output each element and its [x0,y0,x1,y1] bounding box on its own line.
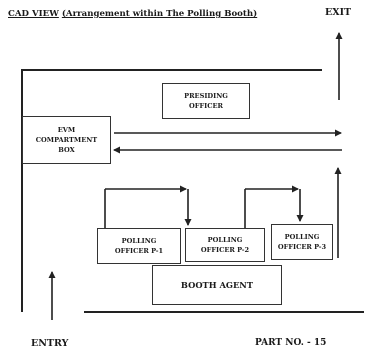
booth-agent-label: BOOTH AGENT [180,279,254,290]
header-title: CAD VIEW [8,9,59,19]
polling-officer-3-box: POLLING OFFICER P-3 [271,224,333,260]
polling-officer-2-label: POLLING OFFICER P-2 [200,235,250,254]
presiding-officer-label: PRESIDING OFFICER [184,91,228,110]
polling-officer-3-label: POLLING OFFICER P-3 [277,232,327,251]
header-subtitle: (Arrangement within The Polling Booth) [61,9,258,19]
booth-agent-box: BOOTH AGENT [152,265,282,305]
polling-officer-2-box: POLLING OFFICER P-2 [185,228,265,262]
diagram-header: CAD VIEW (Arrangement within The Polling… [8,9,257,19]
polling-officer-1-box: POLLING OFFICER P-1 [97,228,181,264]
evm-compartment-label: EVM COMPARTMENT BOX [35,125,98,155]
evm-compartment-box: EVM COMPARTMENT BOX [22,116,111,164]
part-number-label: PART NO. - 15 [255,338,327,348]
exit-label: EXIT [325,7,352,18]
polling-officer-1-label: POLLING OFFICER P-1 [114,236,164,255]
presiding-officer-box: PRESIDING OFFICER [162,83,250,119]
entry-label: ENTRY [31,338,69,349]
